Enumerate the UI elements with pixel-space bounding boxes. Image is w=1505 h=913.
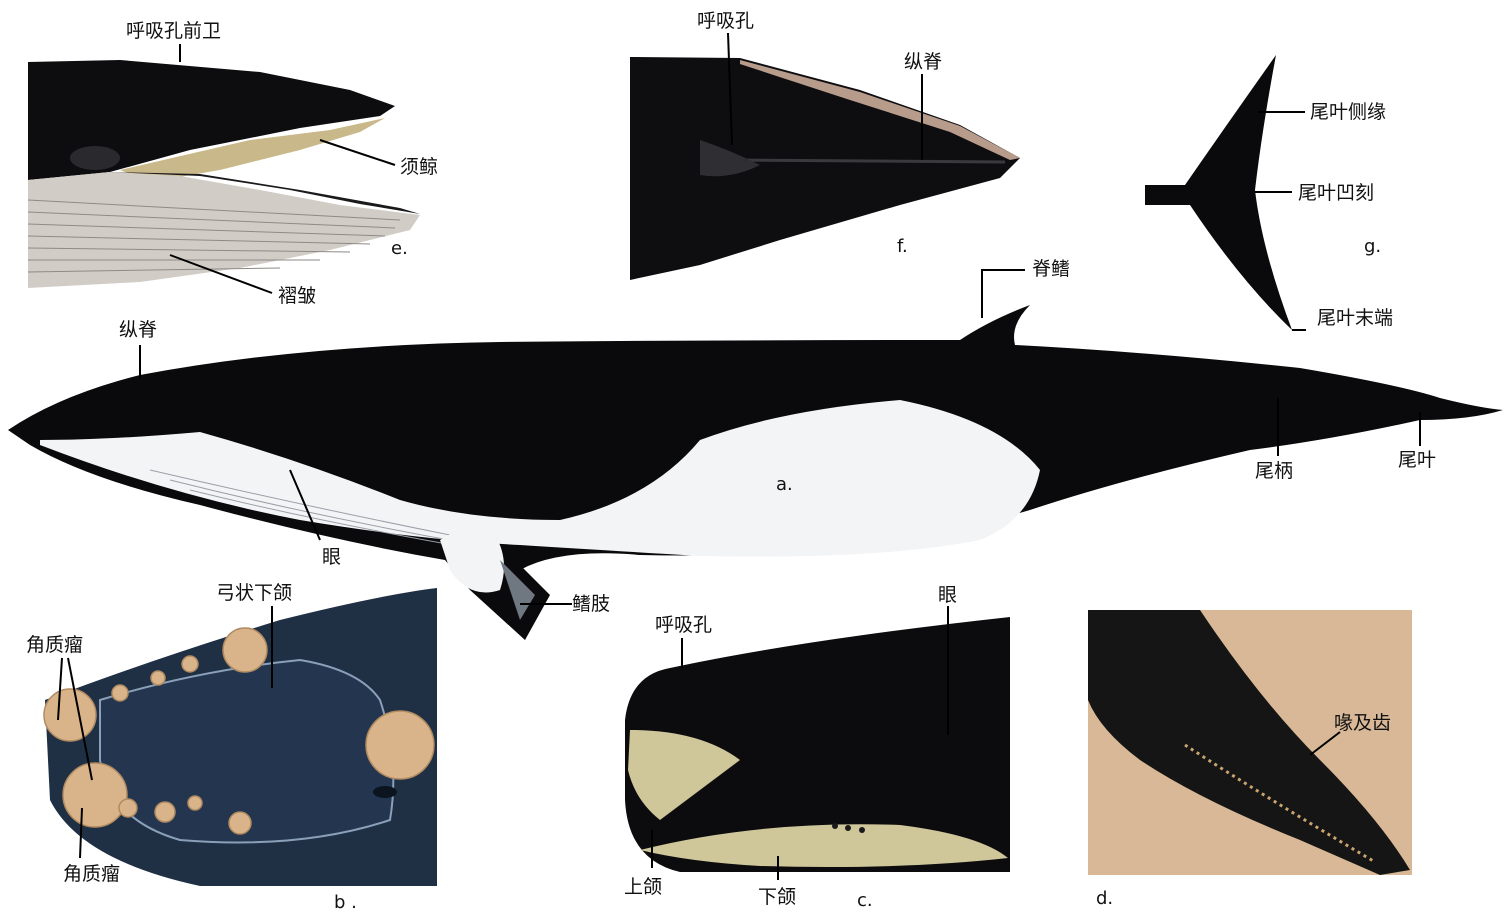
label-fluke-tip: 尾叶末端 — [1317, 309, 1393, 328]
panel-label-b: b . — [334, 894, 357, 912]
label-callosity-lower: 角质瘤 — [63, 865, 120, 884]
label-baleen-whale: 须鲸 — [400, 158, 438, 177]
panel-f-illustration — [630, 57, 1020, 280]
label-eye-a: 眼 — [322, 548, 341, 567]
label-throat-pleats: 褶皱 — [278, 287, 316, 306]
label-arched-jaw: 弓状下颌 — [216, 584, 292, 603]
label-dorsal-fin: 脊鳍 — [1032, 260, 1070, 279]
panel-label-e: e. — [391, 240, 408, 258]
panel-b-illustration — [44, 588, 437, 886]
panel-label-a: a. — [776, 476, 793, 494]
panel-label-c: c. — [857, 892, 873, 910]
panel-e-illustration — [28, 60, 420, 288]
panel-label-f: f. — [897, 238, 908, 256]
label-blowhole-top: 呼吸孔 — [697, 12, 754, 31]
label-blowhole-c: 呼吸孔 — [655, 616, 712, 635]
label-eye-c: 眼 — [938, 586, 957, 605]
panel-d-illustration — [1088, 610, 1412, 875]
panel-label-d: d. — [1096, 890, 1113, 908]
label-blowhole-guard: 呼吸孔前卫 — [126, 22, 221, 41]
label-tail-stock: 尾柄 — [1255, 462, 1293, 481]
label-fluke: 尾叶 — [1398, 451, 1436, 470]
panel-label-g: g. — [1364, 238, 1381, 256]
label-ridge-top: 纵脊 — [904, 53, 942, 72]
label-fluke-margin: 尾叶侧缘 — [1310, 103, 1386, 122]
label-fluke-notch: 尾叶凹刻 — [1298, 184, 1374, 203]
label-flipper: 鳍肢 — [572, 595, 610, 614]
label-lower-jaw: 下颌 — [758, 888, 796, 907]
label-beak-teeth: 喙及齿 — [1334, 714, 1391, 733]
label-callosity-upper: 角质瘤 — [26, 636, 83, 655]
label-upper-jaw: 上颌 — [624, 878, 662, 897]
label-ridge-side: 纵脊 — [119, 321, 157, 340]
